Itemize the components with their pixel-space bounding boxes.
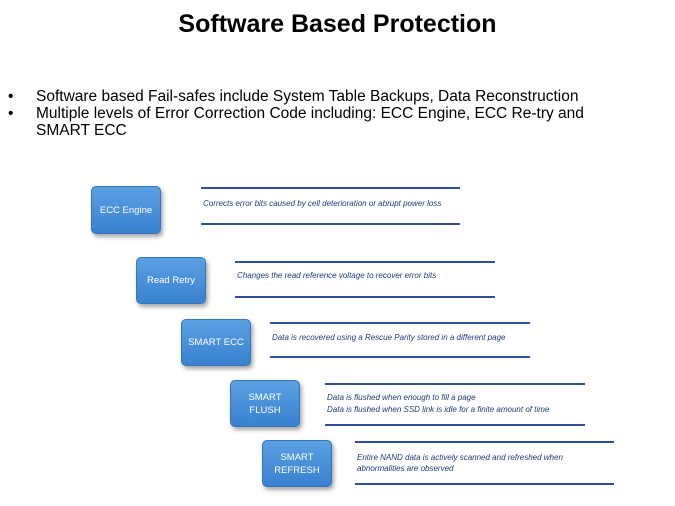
step-description: Data is flushed when SSD link is idle fo…: [327, 405, 550, 414]
step-box-smart-ecc: SMART ECC: [181, 319, 251, 366]
step-box-read-retry: Read Retry: [136, 257, 206, 304]
step-rule-bottom: [355, 483, 614, 485]
step-rule-bottom: [201, 223, 460, 225]
step-rule-top: [325, 383, 585, 385]
step-box-ecc-engine: ECC Engine: [91, 186, 161, 234]
step-description: Changes the read reference voltage to re…: [237, 271, 437, 280]
step-rule-top: [270, 322, 530, 324]
step-rule-bottom: [270, 356, 530, 358]
bullet-list: • Software based Fail-safes include Syst…: [0, 88, 675, 139]
step-rule-top: [201, 187, 460, 189]
step-rule-bottom: [325, 424, 585, 426]
step-description: Corrects error bits caused by cell deter…: [203, 199, 442, 208]
bullet-marker: •: [8, 105, 14, 122]
bullet-item: • Multiple levels of Error Correction Co…: [0, 105, 675, 139]
bullet-text: Multiple levels of Error Correction Code…: [36, 105, 584, 139]
step-description: Data is recovered using a Rescue Parity …: [272, 333, 506, 342]
step-description: Data is flushed when enough to fill a pa…: [327, 393, 476, 402]
step-rule-top: [235, 261, 495, 263]
bullet-marker: •: [8, 88, 14, 105]
step-box-smart-flush: SMART FLUSH: [230, 380, 300, 427]
slide-title: Software Based Protection: [178, 10, 497, 38]
bullet-text: Software based Fail-safes include System…: [36, 88, 579, 105]
bullet-item: • Software based Fail-safes include Syst…: [0, 88, 675, 105]
step-box-smart-refresh: SMART REFRESH: [262, 440, 332, 487]
step-description: Entire NAND data is actively scanned and…: [357, 453, 563, 462]
step-rule-bottom: [235, 296, 495, 298]
step-description: abnormalities are observed: [357, 464, 454, 473]
step-rule-top: [355, 441, 614, 443]
